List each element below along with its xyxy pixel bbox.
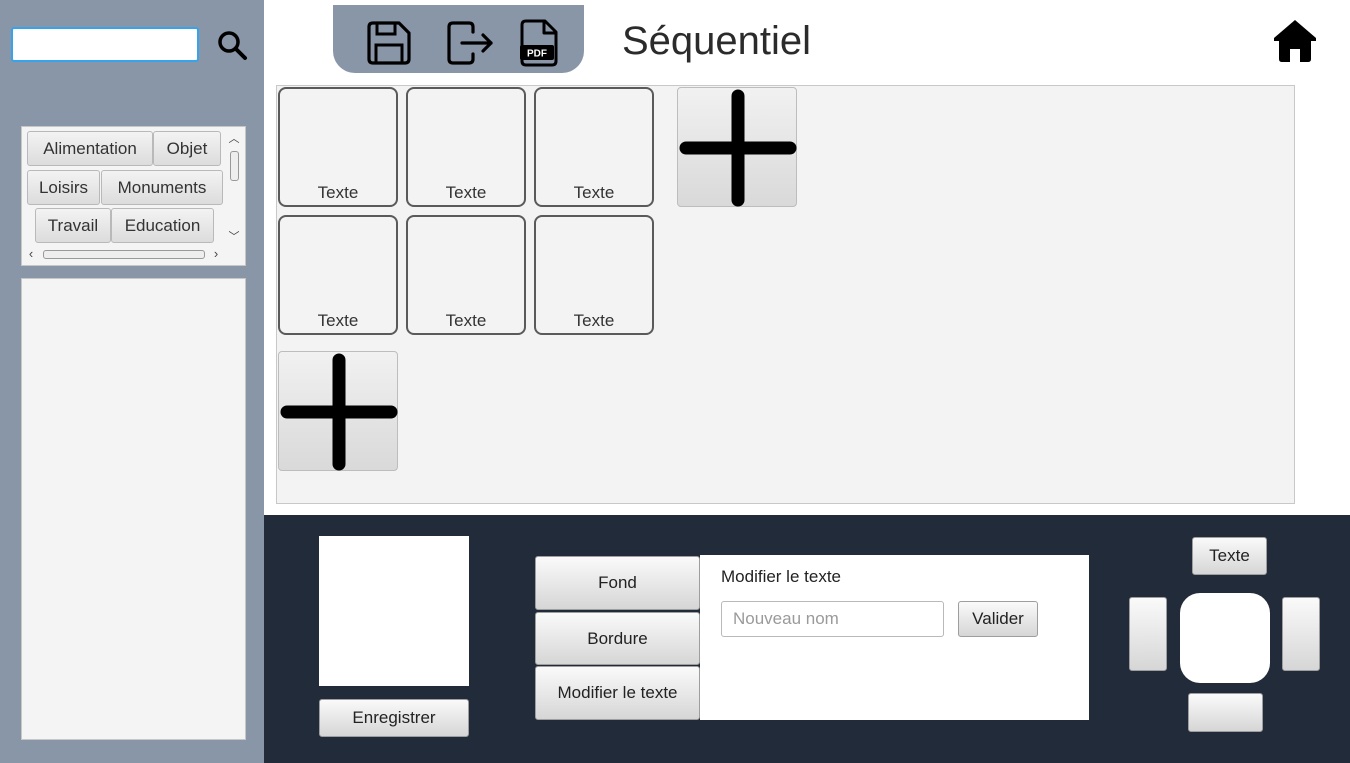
category-vertical-scrollbar[interactable]: ︿ ﹀ xyxy=(225,131,243,245)
sequence-card[interactable]: Texte xyxy=(534,215,654,335)
sequence-card[interactable]: Texte xyxy=(406,215,526,335)
category-chip-education[interactable]: Education xyxy=(111,208,214,243)
card-label: Texte xyxy=(445,183,487,202)
card-label: Texte xyxy=(445,311,487,330)
export-button[interactable] xyxy=(445,19,493,67)
card-label: Texte xyxy=(573,183,615,202)
save-icon xyxy=(367,21,411,65)
category-chip-loisirs[interactable]: Loisirs xyxy=(27,170,100,205)
sidebar: Alimentation Objet Loisirs Monuments Tra… xyxy=(0,0,264,763)
pdf-icon: PDF xyxy=(520,19,558,67)
pdf-icon-label: PDF xyxy=(527,49,547,60)
category-chip-monuments[interactable]: Monuments xyxy=(101,170,223,205)
sequence-card[interactable]: Texte xyxy=(278,87,398,207)
card-label: Texte xyxy=(317,183,359,202)
category-list: Alimentation Objet Loisirs Monuments Tra… xyxy=(21,126,246,266)
card-preview xyxy=(319,536,469,686)
category-horizontal-scrollbar[interactable]: ‹ › xyxy=(25,246,225,262)
scroll-up-icon[interactable]: ︿ xyxy=(228,133,240,145)
editor-panel: Enregistrer Fond Bordure Modifier le tex… xyxy=(264,515,1350,763)
scroll-down-icon[interactable]: ﹀ xyxy=(228,231,240,243)
page-title: Séquentiel xyxy=(622,19,812,63)
text-position-preview xyxy=(1180,593,1270,683)
edit-text-title: Modifier le texte xyxy=(721,567,841,586)
search-input[interactable] xyxy=(11,27,199,62)
add-card-button[interactable] xyxy=(677,87,797,207)
edit-text-panel: Modifier le texte Valider xyxy=(700,555,1089,720)
scroll-thumb[interactable] xyxy=(230,151,239,181)
save-button[interactable] xyxy=(365,19,413,67)
home-icon xyxy=(1274,20,1316,62)
category-chip-alimentation[interactable]: Alimentation xyxy=(27,131,153,166)
scroll-left-icon[interactable]: ‹ xyxy=(28,246,34,261)
category-chip-travail[interactable]: Travail xyxy=(35,208,111,243)
plus-icon xyxy=(280,353,398,471)
category-chip-objet[interactable]: Objet xyxy=(153,131,221,166)
plus-icon xyxy=(679,89,797,207)
sequence-card[interactable]: Texte xyxy=(406,87,526,207)
file-toolbar: PDF xyxy=(333,5,584,73)
sequence-card[interactable]: Texte xyxy=(278,215,398,335)
search-button[interactable] xyxy=(214,26,250,62)
scroll-thumb[interactable] xyxy=(43,250,205,259)
text-position-right-button[interactable] xyxy=(1282,597,1320,671)
export-icon xyxy=(447,21,493,65)
text-position-bottom-button[interactable] xyxy=(1188,693,1263,732)
text-position-left-button[interactable] xyxy=(1129,597,1167,671)
tab-border[interactable]: Bordure xyxy=(535,612,700,665)
validate-button[interactable]: Valider xyxy=(958,601,1038,637)
add-row-button[interactable] xyxy=(278,351,398,471)
text-position-top-button[interactable]: Texte xyxy=(1192,537,1267,575)
pictogram-results-panel[interactable] xyxy=(21,278,246,740)
tab-edit-text[interactable]: Modifier le texte xyxy=(535,666,700,720)
search-icon xyxy=(218,31,247,60)
home-button[interactable] xyxy=(1272,17,1318,63)
pdf-export-button[interactable]: PDF xyxy=(517,19,565,67)
card-label: Texte xyxy=(317,311,359,330)
sequence-board[interactable]: Texte Texte Texte Texte Texte Texte xyxy=(276,85,1295,504)
scroll-right-icon[interactable]: › xyxy=(213,246,219,261)
card-label: Texte xyxy=(573,311,615,330)
tab-background[interactable]: Fond xyxy=(535,556,700,610)
save-card-button[interactable]: Enregistrer xyxy=(319,699,469,737)
new-name-input[interactable] xyxy=(721,601,944,637)
sequence-card[interactable]: Texte xyxy=(534,87,654,207)
